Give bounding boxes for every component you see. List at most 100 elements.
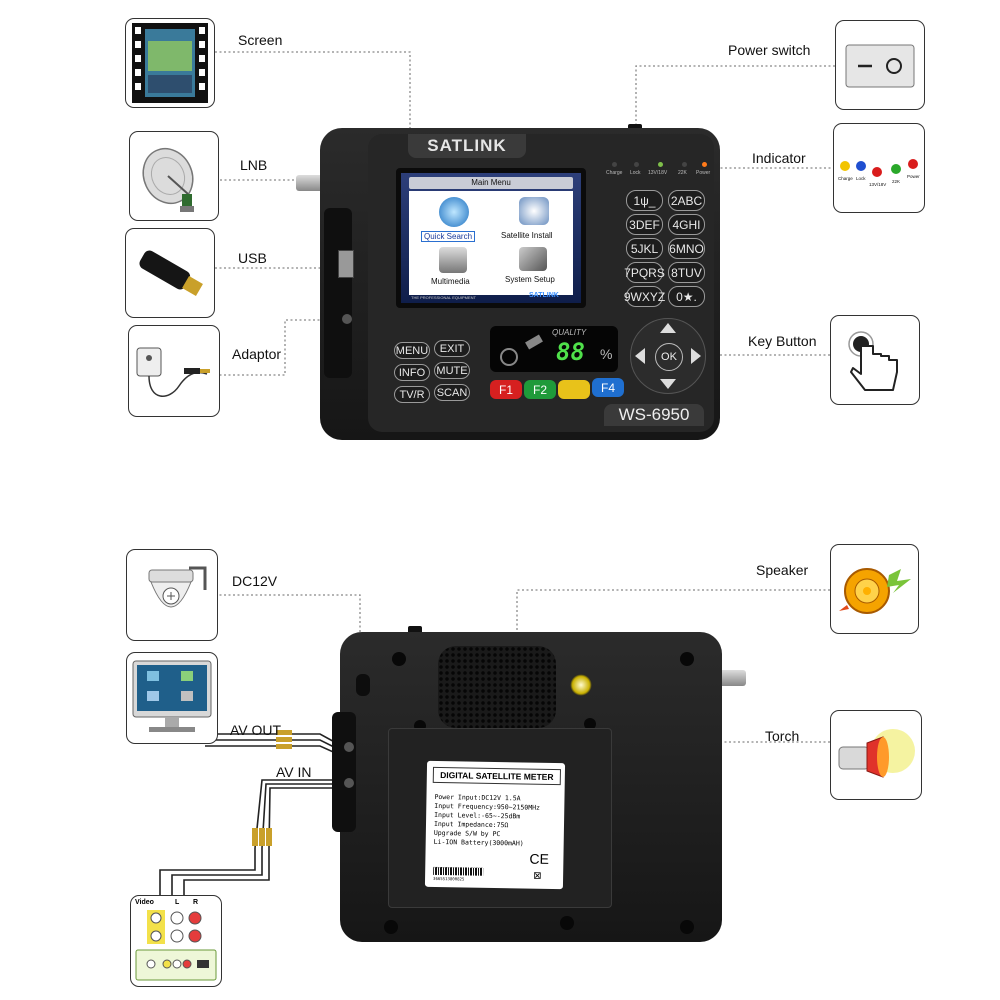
lcd-screen: Main Menu Quick Search Satellite Install… [401, 173, 581, 303]
screw [680, 920, 694, 934]
led-charge-icon [840, 161, 850, 171]
front-face: SATLINK Charge Lock 13V/18V 22K Power Ma… [368, 134, 714, 432]
av-in-l-label: L [175, 899, 180, 906]
exit-button[interactable]: EXIT [434, 340, 470, 357]
av-in-label: AV IN [276, 764, 312, 780]
screen-label: Screen [238, 32, 283, 48]
spec-line-3: Input Level:-65~-25dBm [434, 810, 521, 821]
power-switch-label: Power switch [728, 42, 811, 58]
tvr-button[interactable]: TV/R [394, 386, 430, 403]
led-label-charge: Charge [606, 170, 623, 176]
key-0[interactable]: 0★. [668, 286, 705, 307]
spec-line-4: Input Impedance:75Ω [433, 819, 509, 830]
info-button[interactable]: INFO [394, 364, 430, 381]
key-3[interactable]: 3DEF [626, 214, 663, 235]
scan-button[interactable]: SCAN [434, 384, 470, 401]
torch-label: Torch [765, 728, 800, 744]
led-label-lock: Lock [630, 170, 641, 176]
menu-item-system-setup[interactable]: System Setup [505, 275, 555, 284]
dc12v-callout [126, 549, 218, 641]
led-legend-22k: 22K [892, 179, 900, 184]
av-in-r-label: R [193, 899, 199, 906]
screen-title-bar: Main Menu [409, 177, 573, 189]
ok-button[interactable]: OK [655, 343, 683, 371]
speaker-label: Speaker [756, 562, 809, 578]
screw [584, 718, 596, 730]
key-2[interactable]: 2ABC [668, 190, 705, 211]
nav-left-button[interactable] [635, 348, 645, 364]
led-legend-lock: Lock [856, 176, 866, 181]
status-leds: Charge Lock 13V/18V 22K Power [606, 162, 716, 182]
key-1[interactable]: 1ψ_ [626, 190, 663, 211]
led-1318 [658, 162, 663, 167]
av-out-port[interactable] [344, 742, 354, 752]
rocker-switch-icon [845, 44, 915, 88]
led-label-1318: 13V/18V [648, 170, 668, 176]
key-button-callout [830, 315, 920, 405]
key-7[interactable]: 7PQRS [624, 262, 665, 283]
mute-button[interactable]: MUTE [434, 362, 470, 379]
key-9[interactable]: 9WXYZ [624, 286, 665, 307]
adaptor-label: Adaptor [232, 346, 282, 362]
led-lock-icon [856, 161, 866, 171]
led-13v18v-icon [872, 167, 882, 177]
usb-label: USB [238, 250, 267, 266]
pointing-hand-icon [848, 331, 898, 391]
menu-item-multimedia[interactable]: Multimedia [431, 277, 470, 286]
led-lock [634, 162, 639, 167]
speaker-callout [830, 544, 919, 634]
menu-item-quick-search[interactable]: Quick Search [421, 231, 476, 242]
f4-button[interactable]: F4 [592, 378, 624, 397]
menu-item-satellite-install[interactable]: Satellite Install [501, 231, 553, 240]
film-strip-icon [132, 23, 208, 103]
quick-search-icon [439, 197, 469, 227]
power-adaptor-icon [136, 347, 210, 397]
screen-footer-left: THE PROFESSIONAL EQUIPMENT [411, 295, 476, 300]
key-5[interactable]: 5JKL [626, 238, 663, 259]
dc12v-port[interactable] [356, 674, 370, 696]
indicator-label: Indicator [752, 150, 806, 166]
f3-button[interactable]: F3 [558, 380, 590, 399]
lcd-bezel: Main Menu Quick Search Satellite Install… [396, 168, 586, 308]
led-charge [612, 162, 617, 167]
av-in-callout: Video L R [130, 895, 222, 987]
screw [392, 652, 406, 666]
av-in-port[interactable] [344, 778, 354, 788]
menu-button[interactable]: MENU [394, 342, 430, 359]
key-6[interactable]: 6MNO [668, 238, 705, 259]
front-device: SATLINK Charge Lock 13V/18V 22K Power Ma… [320, 128, 720, 440]
nav-right-button[interactable] [691, 348, 701, 364]
usb-callout [125, 228, 215, 318]
screen-menu-panel: Quick Search Satellite Install Multimedi… [409, 191, 573, 295]
spec-line-5: Upgrade S/W by PC [433, 828, 501, 839]
torch-callout [830, 710, 922, 800]
torch-icon [838, 729, 915, 778]
f1-button[interactable]: F1 [490, 380, 522, 399]
usb-stick-icon [139, 250, 203, 297]
f2-button[interactable]: F2 [524, 380, 556, 399]
spec-line-1: Power Input:DC12V 1.5A [434, 792, 521, 803]
lnb-callout [129, 131, 219, 221]
tv-monitor-icon [132, 660, 212, 732]
spec-line-6: Li-ION Battery(3000mAH) [433, 837, 524, 848]
screen-callout [125, 18, 215, 108]
lnb-label: LNB [240, 157, 268, 173]
led-legend-power: Power [907, 174, 920, 179]
adaptor-port[interactable] [342, 314, 352, 324]
nav-down-button[interactable] [660, 379, 676, 389]
screw [680, 652, 694, 666]
nav-up-button[interactable] [660, 323, 676, 333]
usb-port[interactable] [338, 250, 354, 278]
barcode [433, 866, 484, 876]
quality-label: QUALITY [552, 328, 587, 337]
power-switch-callout [835, 20, 925, 110]
led-legend-charge: Charge [838, 176, 853, 181]
key-button-label: Key Button [748, 333, 817, 349]
quality-unit: % [600, 346, 613, 362]
led-power-icon [908, 159, 918, 169]
key-4[interactable]: 4GHI [668, 214, 705, 235]
led-22k [682, 162, 687, 167]
nav-pad: OK [630, 318, 706, 394]
key-8[interactable]: 8TUV [668, 262, 705, 283]
